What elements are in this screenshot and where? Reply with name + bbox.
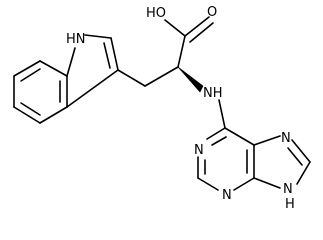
atom-purine-n9: N <box>283 182 293 197</box>
atom-purine-n9-h: H <box>285 197 295 212</box>
bond-n1-c2 <box>84 34 112 39</box>
bond-c3-c3a <box>66 69 119 108</box>
bond-c3-ch2 <box>117 69 146 87</box>
bond-benzene-double-c <box>20 102 41 116</box>
atom-labels: HN HO O NH N N N N H <box>66 5 295 212</box>
bond-c4-n3 <box>233 177 255 191</box>
bond-benzene-4 <box>39 106 68 124</box>
bond-benzene-double-a <box>20 68 41 82</box>
bond-benzene-2 <box>39 60 68 77</box>
bond-n9-c4 <box>253 177 281 189</box>
bond-benzene-1 <box>13 60 41 77</box>
bond-cooh-o-double <box>189 22 214 43</box>
bond-benzene-5 <box>13 106 41 124</box>
bond-calpha-cooh <box>177 35 186 68</box>
bond-nh-c6 <box>218 99 226 129</box>
atom-purine-n3: N <box>222 188 232 203</box>
bond-c6-c5 <box>224 127 255 146</box>
bond-n7-c8-double <box>287 147 303 166</box>
bond-n1-c6 <box>206 127 226 140</box>
atom-indole-nh: HN <box>66 32 86 47</box>
bond-cooh-o <box>184 16 210 37</box>
bond-calpha-nh-wedge <box>177 66 204 93</box>
bond-c7a-n1 <box>66 47 76 77</box>
bond-n3-c2 <box>197 177 219 191</box>
atom-acid-oh: HO <box>146 6 166 21</box>
bond-c5-n7 <box>253 135 281 146</box>
bond-c2-c3-double <box>103 42 111 69</box>
bond-cooh-oh <box>164 19 186 37</box>
bond-n7-c8 <box>291 139 311 163</box>
bonds <box>13 16 311 191</box>
bond-n1-c6-double <box>211 136 227 146</box>
atom-purine-n1: N <box>194 143 204 158</box>
bond-c2-c3 <box>110 37 119 71</box>
atom-purine-n7: N <box>281 131 291 146</box>
atom-amine-nh: NH <box>203 86 223 101</box>
atom-carbonyl-o: O <box>207 5 217 20</box>
molecule-structure: HN HO O NH N N N N H <box>13 5 311 212</box>
bond-ch2-calpha <box>144 66 179 87</box>
bond-c8-n9 <box>296 161 311 185</box>
